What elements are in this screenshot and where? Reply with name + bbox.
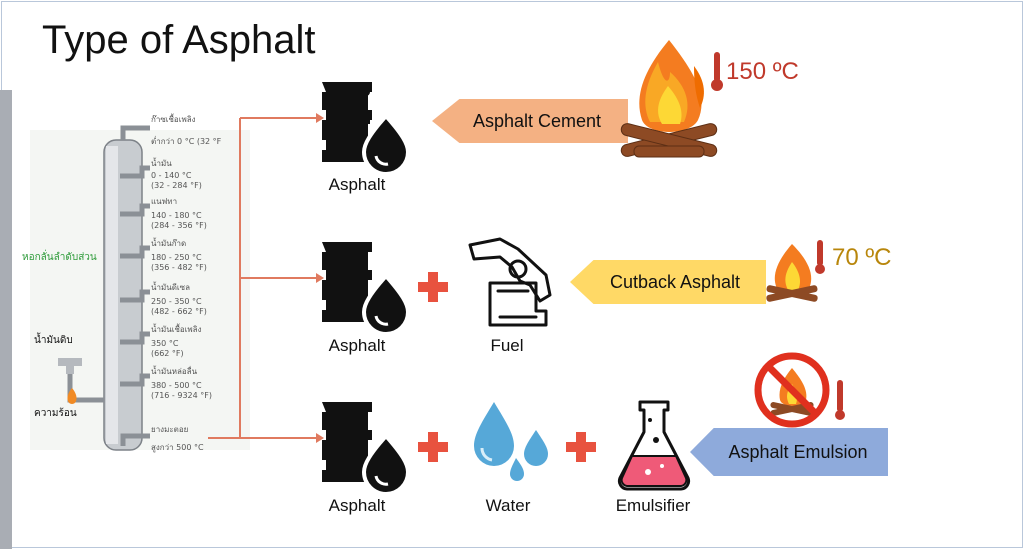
fraction-range: (32 - 284 °F) (151, 181, 202, 190)
fraction-name: ก๊าซเชื้อเพลิง (151, 113, 196, 124)
thermometer-icon (835, 380, 845, 420)
cement-temp: 150 ºC (726, 58, 799, 85)
cutback-asphalt-text: Cutback Asphalt (609, 271, 741, 292)
fraction-name: น้ำมันเชื้อเพลิง (151, 323, 202, 334)
asphalt-barrel-icon (322, 402, 411, 496)
fraction-range: 380 - 500 °C (151, 381, 202, 390)
water-label: Water (485, 496, 531, 515)
asphalt-emulsion-text: Asphalt Emulsion (728, 441, 868, 462)
fraction-range: (482 - 662 °F) (151, 307, 207, 316)
fraction-name: น้ำมันดีเซล (151, 281, 190, 292)
asphalt-cement-text: Asphalt Cement (472, 110, 602, 131)
fraction-range: (662 °F) (151, 349, 184, 358)
campfire-icon (766, 244, 818, 302)
fraction-name: แนฟทา (151, 197, 177, 206)
fraction-range: (716 - 9324 °F) (151, 391, 212, 400)
asphalt-label: Asphalt (328, 336, 386, 355)
water-drops-icon (474, 402, 548, 481)
thermometer-icon (711, 52, 723, 91)
heat-flame-icon (67, 388, 77, 404)
left-edge-bar (0, 90, 12, 549)
plus-icon (418, 272, 448, 302)
fraction-name: น้ำมันก๊าด (151, 237, 186, 248)
asphalt-label: Asphalt (328, 496, 386, 515)
asphalt-label: Asphalt (328, 175, 386, 194)
cutback-temp: 70 ºC (832, 244, 892, 271)
fraction-range: 350 °C (151, 339, 179, 348)
fraction-range: 250 - 350 °C (151, 297, 202, 306)
asphalt-barrel-icon (322, 82, 411, 176)
thermometer-icon (815, 240, 825, 274)
fraction-range: 0 - 140 °C (151, 171, 192, 180)
fraction-range: สูงกว่า 500 °C (151, 443, 204, 453)
emulsifier-label: Emulsifier (615, 496, 691, 515)
plus-icon (418, 432, 448, 462)
fraction-name: น้ำมันหล่อลื่น (151, 365, 198, 376)
campfire-icon (620, 40, 718, 158)
fraction-range: ต่ำกว่า 0 °C (32 °F (151, 135, 222, 146)
page-title: Type of Asphalt (42, 18, 316, 62)
fraction-range: (356 - 482 °F) (151, 263, 207, 272)
fraction-range: (284 - 356 °F) (151, 221, 207, 230)
cutback-asphalt-label: Cutback Asphalt (570, 260, 766, 304)
distillation-column (30, 125, 250, 451)
fuel-pump-icon (468, 237, 552, 327)
plus-icon (566, 432, 596, 462)
asphalt-barrel-icon (322, 242, 411, 336)
heat-label: ความร้อน (34, 407, 77, 419)
crude-label: น้ำมันดิบ (34, 332, 73, 346)
fraction-name: น้ำมัน (151, 157, 172, 168)
fraction-range: 140 - 180 °C (151, 211, 202, 220)
fraction-name: ยางมะตอย (151, 425, 188, 434)
fuel-label: Fuel (490, 336, 524, 355)
no-fire-icon (754, 352, 830, 428)
connector-lines (208, 113, 324, 443)
fraction-range: 180 - 250 °C (151, 253, 202, 262)
column-text: หอกลั่นลำดับส่วน น้ำมันดิบ ความร้อน ก๊าซ… (22, 113, 222, 453)
flask-icon (617, 400, 691, 491)
column-left-label: หอกลั่นลำดับส่วน (22, 249, 97, 263)
asphalt-emulsion-label: Asphalt Emulsion (690, 428, 888, 476)
asphalt-cement-label: Asphalt Cement (432, 99, 628, 143)
